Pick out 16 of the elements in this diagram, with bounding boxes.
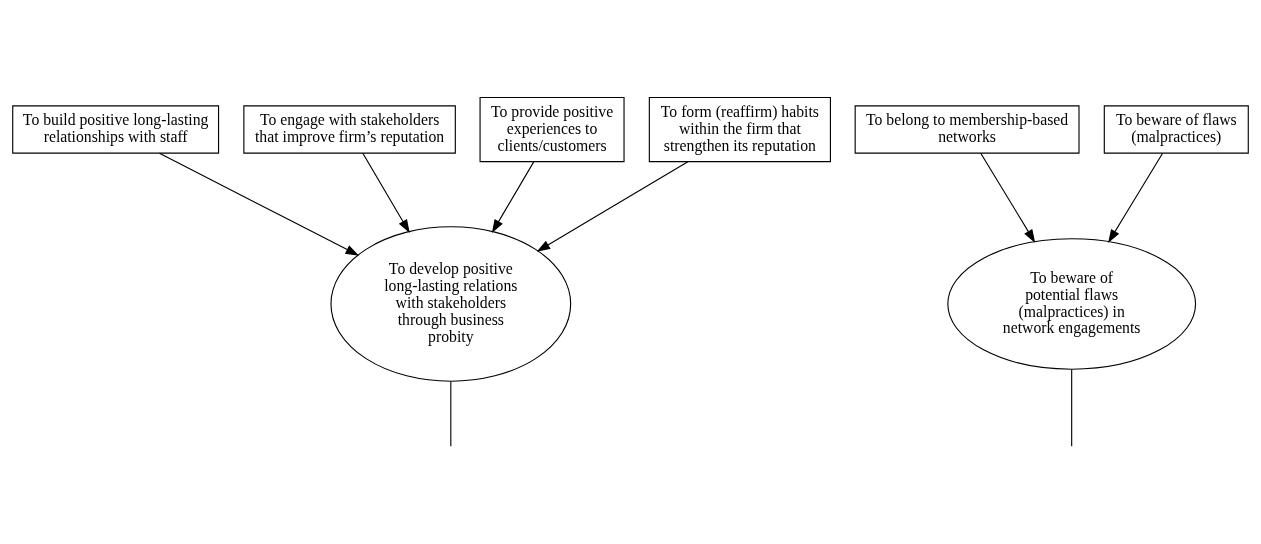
- node-box: To beware of flaws (malpractices): [1103, 104, 1249, 154]
- arrow: [362, 152, 410, 233]
- connector: [1071, 368, 1073, 447]
- node-box: To build positive long-lasting relationships with staff: [12, 104, 220, 154]
- arrow: [1108, 152, 1164, 243]
- arrow: [158, 152, 360, 256]
- arrow: [536, 160, 689, 252]
- node-ellipse: To beware of potential flaws (malpractices) in network engagements: [947, 237, 1197, 370]
- arrow: [980, 152, 1036, 243]
- node-box: To engage with stakeholders that improve firm’s reputation: [243, 104, 456, 154]
- arrow: [491, 160, 535, 233]
- node-ellipse: To develop positive long-lasting relations with stakeholders through business probity: [330, 225, 572, 382]
- node-box: To form (reaffirm) habits within the firm that strengthen its reputation: [648, 96, 831, 162]
- node-box: To provide positive experiences to clients/customers: [479, 96, 625, 162]
- connector: [450, 380, 452, 447]
- node-box: To belong to membership-based networks: [854, 104, 1080, 154]
